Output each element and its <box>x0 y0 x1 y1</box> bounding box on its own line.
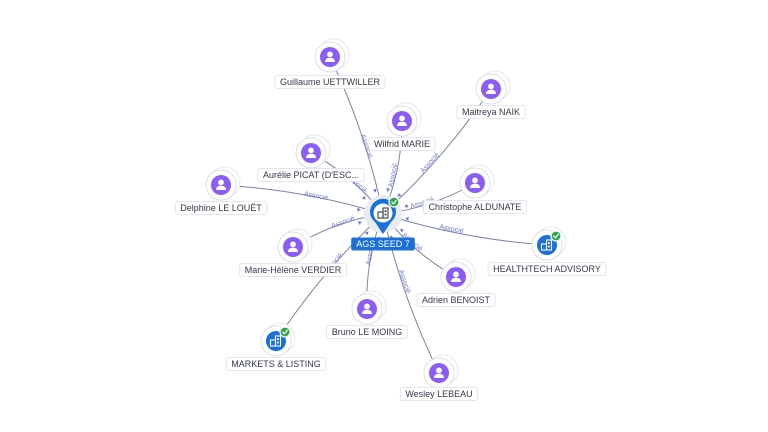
node-aurelie[interactable]: Aurélie PICAT (D'ESC... <box>257 134 365 182</box>
node-mariehelene[interactable]: Marie-Hélène VERDIER <box>239 228 347 277</box>
edge-arrow-mariehelene <box>357 221 362 225</box>
person-icon <box>306 147 316 158</box>
edge-arrow-wilfrid <box>386 188 391 192</box>
verified-check-icon <box>388 196 400 208</box>
node-label-pill <box>487 262 607 276</box>
node-label: HEALTHTECH ADVISORY <box>493 264 601 274</box>
node-label-pill <box>257 168 365 182</box>
person-icon <box>216 179 226 190</box>
building-icon <box>269 335 282 347</box>
edge-label-delphine: Associé <box>303 191 328 202</box>
edge-arrow-adrien <box>400 228 404 233</box>
node-bruno[interactable]: Bruno LE MOING <box>326 290 408 339</box>
node-label: Maitreya NAIK <box>462 107 520 117</box>
edge-label-bruno: Associé <box>365 240 376 265</box>
edge-arrow-christophe <box>404 203 409 208</box>
node-label-pill <box>274 75 386 89</box>
node-label-pill <box>456 105 526 119</box>
edge-label-wesley: Associé <box>397 269 412 295</box>
node-label-pill <box>399 387 479 401</box>
node-label-pill <box>368 137 436 151</box>
person-icon <box>451 271 461 282</box>
node-label-pill <box>225 357 327 371</box>
node-guillaume[interactable]: Guillaume UETTWILLER <box>274 38 386 89</box>
node-wesley[interactable]: Wesley LEBEAU <box>399 354 479 401</box>
building-icon <box>377 207 389 219</box>
node-label: Delphine LE LOUËT <box>180 203 262 213</box>
edge-arrow-delphine <box>357 207 361 212</box>
edge-healthtech <box>382 213 548 246</box>
node-label: Marie-Hélène VERDIER <box>245 265 342 275</box>
person-icon <box>362 303 372 314</box>
verified-check-icon <box>279 326 291 338</box>
node-label: Wilfrid MARIE <box>374 139 430 149</box>
node-label: Wesley LEBEAU <box>405 389 472 399</box>
edge-wesley <box>382 213 440 374</box>
node-markets[interactable]: MARKETS & LISTING <box>225 322 327 371</box>
node-label: Christophe ALDUNATE <box>429 202 522 212</box>
node-label-pill <box>423 200 527 214</box>
edge-delphine <box>220 184 384 215</box>
node-label: Guillaume UETTWILLER <box>280 77 381 87</box>
edge-arrow-healthtech <box>405 216 409 221</box>
node-delphine[interactable]: Delphine LE LOUËT <box>174 166 268 215</box>
person-icon <box>325 51 335 62</box>
edge-arrow-guillaume <box>372 188 377 193</box>
edge-arrow-aurelie <box>361 195 366 200</box>
node-label: Bruno LE MOING <box>332 327 403 337</box>
person-icon <box>470 177 480 188</box>
node-label-pill <box>326 325 408 339</box>
node-label-pill <box>174 201 268 215</box>
person-icon <box>288 241 298 252</box>
node-label: Aurélie PICAT (D'ESC... <box>263 170 359 180</box>
node-label-pill <box>239 263 347 277</box>
edge-label-healthtech: Associé <box>439 224 464 235</box>
nodes-layer: Guillaume UETTWILLER Maitreya NAIK Wilfrid… <box>174 38 607 401</box>
person-icon <box>434 367 444 378</box>
node-maitreya[interactable]: Maitreya NAIK <box>456 70 526 119</box>
edge-label-wilfrid: Associé <box>388 163 400 189</box>
edge-arrow-maitreya <box>397 193 402 197</box>
edge-guillaume <box>329 56 384 215</box>
center-node[interactable]: AGS SEED 7 <box>351 195 415 251</box>
person-icon <box>486 83 496 94</box>
edge-label-maitreya: Associé <box>420 151 441 174</box>
person-icon <box>397 115 407 126</box>
edge-label-mariehelene: Associé <box>331 215 357 230</box>
node-adrien[interactable]: Adrien BENOIST <box>416 258 496 307</box>
building-icon <box>540 239 553 251</box>
edge-arrow-markets <box>364 231 369 236</box>
center-label: AGS SEED 7 <box>356 239 410 249</box>
node-healthtech[interactable]: HEALTHTECH ADVISORY <box>487 226 607 276</box>
node-label-pill <box>416 293 496 307</box>
center-label-pill <box>351 237 415 251</box>
node-label: Adrien BENOIST <box>422 295 491 305</box>
node-wilfrid[interactable]: Wilfrid MARIE <box>368 102 436 151</box>
node-christophe[interactable]: Christophe ALDUNATE <box>423 164 527 214</box>
verified-check-icon <box>550 230 562 242</box>
node-label: MARKETS & LISTING <box>231 359 321 369</box>
